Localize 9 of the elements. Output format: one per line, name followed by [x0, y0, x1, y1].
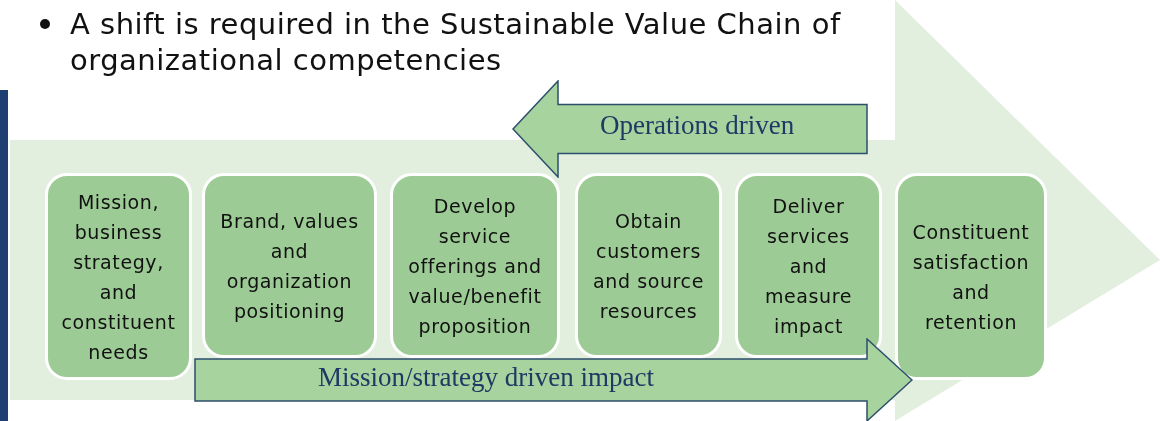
block-arrow: Mission/strategy driven impact [194, 338, 913, 421]
bullet-heading: A shift is required in the Sustainable Value Chain of organizational competencies [70, 6, 842, 78]
process-box: Mission, business strategy, and constituent needs [45, 173, 192, 380]
process-box: Brand, values and organization positioning [202, 173, 377, 358]
process-box: Constituent satisfaction and retention [895, 173, 1047, 380]
block-arrow: Operations driven [512, 80, 868, 178]
process-box: Develop service offerings and value/benefit proposition [390, 173, 560, 358]
process-box: Obtain customers and source resources [575, 173, 722, 358]
process-box: Deliver services and measure impact [735, 173, 882, 358]
